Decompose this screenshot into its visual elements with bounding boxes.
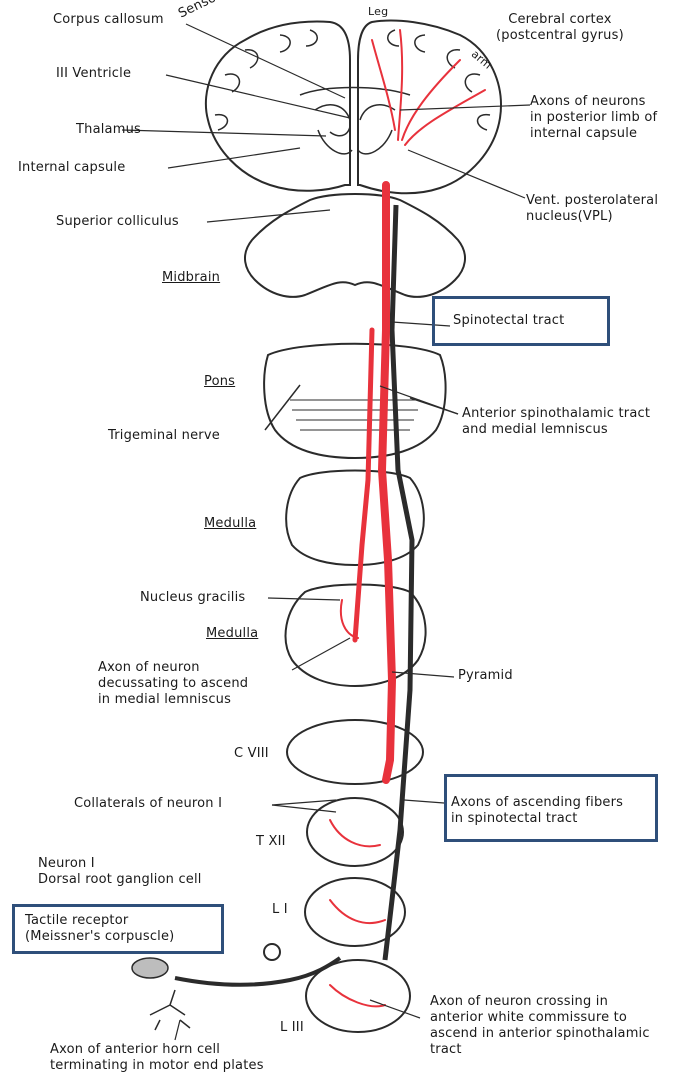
motor-end-plates bbox=[150, 990, 190, 1030]
label-t12: T XII bbox=[256, 834, 286, 850]
label-third-ventricle: III Ventricle bbox=[56, 66, 131, 82]
label-medulla-lower: Medulla bbox=[206, 626, 258, 642]
label-nucleus-gracilis: Nucleus gracilis bbox=[140, 590, 245, 606]
red-crossing-l3 bbox=[330, 985, 385, 1006]
leader-collaterals-2 bbox=[272, 805, 336, 812]
leader-axon-anterior-horn bbox=[175, 1020, 180, 1040]
label-neuron-one: Neuron I Dorsal root ganglion cell bbox=[38, 856, 202, 888]
trigeminal-nerve-line bbox=[265, 385, 300, 430]
highlight-box-tactile-receptor: Tactile receptor (Meissner's corpuscle) bbox=[12, 904, 224, 954]
corpus-callosum-shape bbox=[300, 88, 410, 96]
brain-left-hemisphere bbox=[206, 22, 350, 191]
meissner-corpuscle bbox=[132, 958, 168, 978]
label-c8: C VIII bbox=[234, 746, 269, 762]
label-tactile-receptor: Tactile receptor (Meissner's corpuscle) bbox=[25, 913, 221, 945]
label-midbrain: Midbrain bbox=[162, 270, 220, 286]
leader-third-ventricle bbox=[166, 75, 350, 118]
leader-nucleus-gracilis bbox=[268, 598, 340, 600]
label-pons: Pons bbox=[204, 374, 235, 390]
label-thalamus: Thalamus bbox=[76, 122, 141, 138]
label-collaterals: Collaterals of neuron I bbox=[74, 796, 222, 812]
highlight-box-ascending-fibers: Axons of ascending fibers in spinotectal… bbox=[444, 774, 658, 842]
label-l1: L I bbox=[272, 902, 288, 918]
thalamus-shape bbox=[318, 130, 392, 154]
leader-axon-crossing bbox=[370, 1000, 420, 1018]
ventricles bbox=[315, 105, 395, 136]
label-axons-posterior-limb: Axons of neurons in posterior limb of in… bbox=[530, 94, 657, 142]
red-collateral-l1 bbox=[330, 900, 385, 923]
label-medulla-upper: Medulla bbox=[204, 516, 256, 532]
label-axon-anterior-horn: Axon of anterior horn cell terminating i… bbox=[50, 1042, 264, 1074]
leader-anterior-spinothalamic-2 bbox=[410, 398, 458, 414]
label-anterior-spinothalamic: Anterior spinothalamic tract and medial … bbox=[462, 406, 650, 438]
leader-axons-ascending bbox=[404, 800, 444, 803]
leader-superior-colliculus bbox=[207, 210, 330, 222]
label-spinotectal-tract: Spinotectal tract bbox=[453, 313, 607, 329]
highlight-box-spinotectal: Spinotectal tract bbox=[432, 296, 610, 346]
label-pyramid: Pyramid bbox=[458, 668, 513, 684]
midbrain-section bbox=[245, 194, 465, 297]
red-collateral-t12 bbox=[330, 820, 380, 846]
red-fibers-cortex bbox=[372, 30, 485, 145]
pons-fibers bbox=[290, 400, 420, 430]
dorsal-root-ganglion bbox=[264, 944, 280, 960]
label-axon-decussating: Axon of neuron decussating to ascend in … bbox=[98, 660, 248, 708]
label-vpl: Vent. posterolateral nucleus(VPL) bbox=[526, 193, 658, 225]
label-superior-colliculus: Superior colliculus bbox=[56, 214, 179, 230]
segment-t12 bbox=[307, 798, 403, 866]
red-tract-main bbox=[382, 185, 392, 780]
label-internal-capsule: Internal capsule bbox=[18, 160, 125, 176]
leader-thalamus bbox=[122, 130, 326, 136]
label-cerebral-cortex: Cerebral cortex (postcentral gyrus) bbox=[496, 12, 624, 44]
label-corpus-callosum: Corpus callosum bbox=[53, 12, 164, 28]
label-trigeminal-nerve: Trigeminal nerve bbox=[108, 428, 220, 444]
red-tract-medial-lemniscus bbox=[355, 330, 372, 640]
peripheral-nerve bbox=[175, 958, 340, 985]
label-l3: L III bbox=[280, 1020, 304, 1036]
label-leg: Leg bbox=[368, 4, 388, 20]
label-axons-ascending: Axons of ascending fibers in spinotectal… bbox=[451, 795, 655, 827]
label-axon-crossing: Axon of neuron crossing in anterior whit… bbox=[430, 994, 650, 1058]
leader-internal-capsule bbox=[168, 148, 300, 168]
leader-corpus-callosum bbox=[186, 24, 345, 98]
leader-axon-decussating bbox=[292, 638, 350, 670]
